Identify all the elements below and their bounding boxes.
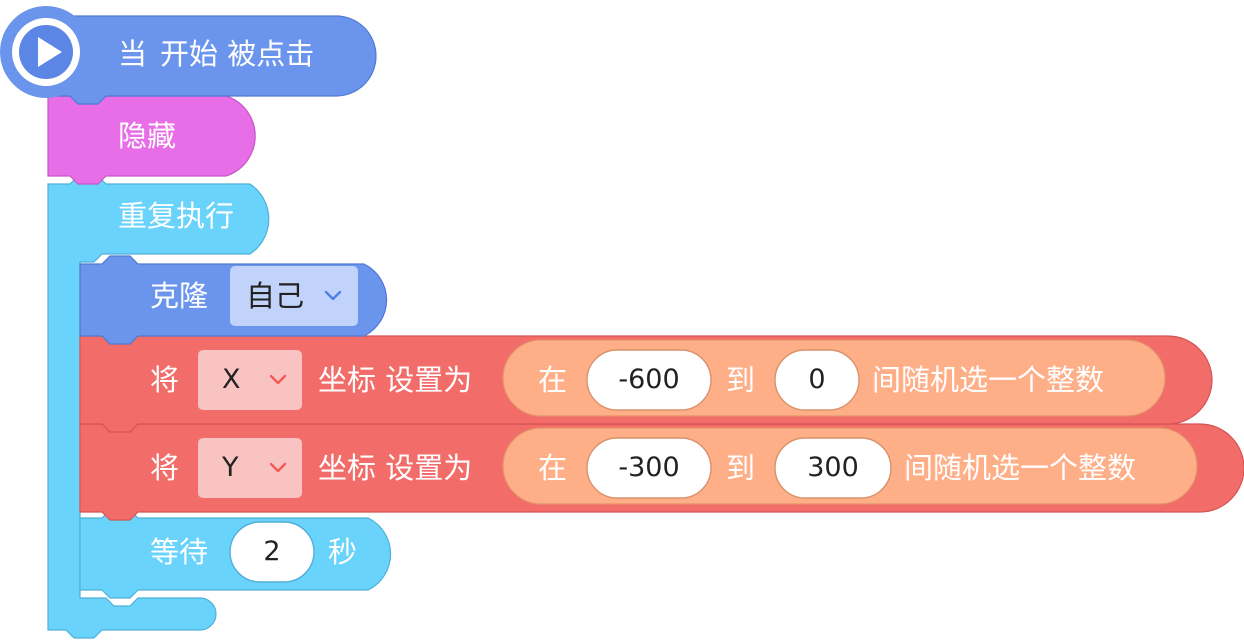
set-x-label: 坐标 设置为 (318, 363, 473, 397)
set-y-label: 坐标 设置为 (318, 451, 473, 485)
clone-label: 克隆 (150, 279, 209, 313)
random-y-suffix: 间随机选一个整数 (904, 451, 1137, 485)
chevron-down-icon (269, 374, 287, 385)
set-x-verb: 将 (150, 363, 180, 397)
x-axis-dropdown[interactable] (198, 350, 302, 410)
wait-seconds-value: 2 (263, 536, 281, 567)
wait-label: 等待 (150, 535, 209, 569)
random-y-to-input[interactable] (774, 437, 892, 499)
set-y-verb: 将 (150, 451, 180, 485)
random-x-suffix: 间随机选一个整数 (872, 363, 1105, 397)
wait-unit: 秒 (328, 535, 358, 569)
random-y-prefix: 在 (538, 451, 568, 485)
hat-label: 开始 被点击 (160, 37, 315, 71)
chevron-down-icon (269, 462, 287, 473)
forever-block[interactable] (47, 175, 270, 639)
y-axis-value: Y (222, 452, 239, 483)
random-x-from-input[interactable] (586, 349, 712, 411)
random-x-prefix: 在 (538, 363, 568, 397)
play-icon (19, 25, 73, 79)
clone-target-dropdown[interactable] (230, 266, 358, 326)
y-axis-dropdown[interactable] (198, 438, 302, 498)
random-y-to-label: 到 (726, 451, 756, 485)
random-x-to-input[interactable] (774, 349, 860, 411)
random-y-to-value: 300 (807, 452, 859, 483)
chevron-down-icon (324, 290, 342, 301)
random-x-from-value: -600 (618, 364, 680, 395)
wait-seconds-input[interactable] (229, 521, 315, 583)
random-y-from-value: -300 (618, 452, 680, 483)
hat-prefix-label: 当 (118, 37, 148, 71)
random-x-to-label: 到 (726, 363, 756, 397)
hide-label: 隐藏 (118, 119, 177, 153)
when-start-clicked-block[interactable] (0, 6, 377, 105)
random-y-from-input[interactable] (586, 437, 712, 499)
forever-label: 重复执行 (118, 199, 235, 233)
x-axis-value: X (222, 364, 241, 395)
random-x-to-value: 0 (808, 364, 826, 395)
clone-target-value: 自己 (246, 279, 305, 313)
